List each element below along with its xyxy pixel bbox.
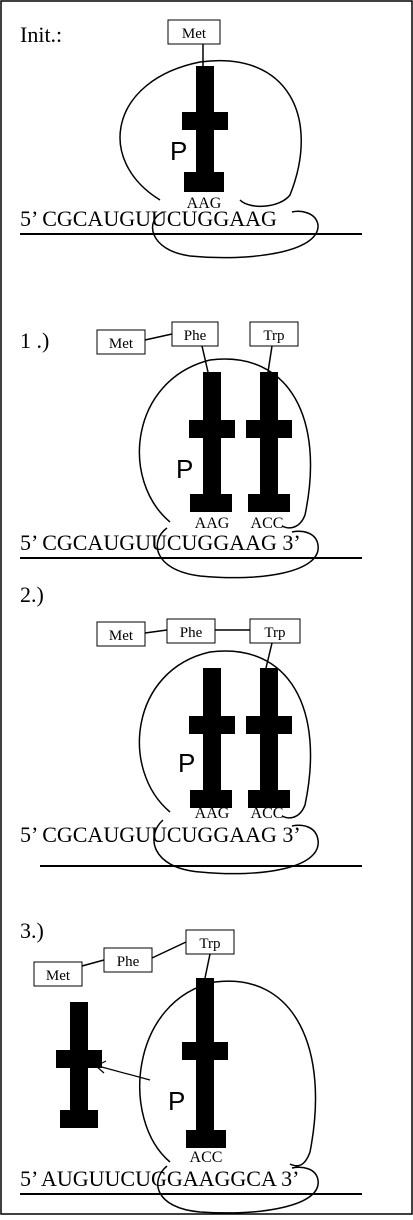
anticodon-label: ACC xyxy=(251,805,284,822)
ribosome-large-subunit xyxy=(138,650,312,819)
trna xyxy=(246,372,292,512)
trna xyxy=(182,978,228,1148)
amino-acid-label: Met xyxy=(182,26,207,42)
trna xyxy=(189,668,235,808)
anticodon-label: AAG xyxy=(187,195,222,212)
anticodon-label: ACC xyxy=(251,515,284,532)
trna xyxy=(182,66,228,192)
panel-step-2: 2.) Met Phe Trp P AAG ACC 5’ CGCAUGUUCUG… xyxy=(20,582,362,875)
amino-acid-box xyxy=(167,19,221,45)
mrna-sequence: 5’ CGCAUGUUCUGGAAG 3’ xyxy=(20,822,301,847)
trna xyxy=(189,372,235,512)
trna xyxy=(246,668,292,808)
amino-acid-label: Phe xyxy=(117,954,140,970)
p-site-label: P xyxy=(170,136,187,166)
amino-acid-label: Trp xyxy=(263,328,284,344)
panel-label: Init.: xyxy=(20,22,62,47)
mrna-sequence: 5’ AUGUUCUGGAAGGCA 3’ xyxy=(20,1166,299,1191)
amino-acid-label: Met xyxy=(109,628,134,644)
exit-arrow xyxy=(94,1060,151,1081)
panel-label: 1 .) xyxy=(20,328,49,353)
amino-acid-label: Phe xyxy=(180,625,203,641)
panel-step-1: 1 .) Met Phe Trp P AAG ACC 5’ CGCAUGUUCU… xyxy=(20,321,362,579)
ribosome-small-subunit xyxy=(153,819,319,875)
ribosome-large-subunit xyxy=(138,358,312,529)
p-site-label: P xyxy=(168,1086,185,1116)
anticodon-label: ACC xyxy=(190,1149,223,1166)
p-site-label: P xyxy=(176,454,193,484)
trna-departing xyxy=(56,1002,102,1128)
amino-acid-label: Phe xyxy=(184,328,207,344)
ribosome-small-subunit xyxy=(156,527,319,579)
p-site-label: P xyxy=(178,748,195,778)
panel-step-3: 3.) Met Phe Trp P ACC 5’ AUGUUCUGGAAGGCA xyxy=(20,918,362,1214)
mrna-sequence: 5’ CGCAUGUUCUGGAAG 3’ xyxy=(20,530,301,555)
ribosome-large-subunit xyxy=(139,980,317,1167)
mrna-sequence: 5’ CGCAUGUUCUGGAAG xyxy=(20,206,277,231)
ribosome-large-subunit xyxy=(119,59,302,207)
ribosome-small-subunit xyxy=(151,210,319,259)
panel-label: 3.) xyxy=(20,918,44,943)
panel-label: 2.) xyxy=(20,582,44,607)
amino-acid-label: Trp xyxy=(199,936,220,952)
amino-acid-label: Met xyxy=(46,968,71,984)
anticodon-label: AAG xyxy=(195,515,230,532)
anticodon-label: AAG xyxy=(195,805,230,822)
panel-init: Init.: Met P AAG 5’ CGCAUGUUCUGGAAG xyxy=(20,19,362,259)
amino-acid-label: Trp xyxy=(264,625,285,641)
amino-acid-label: Met xyxy=(109,336,134,352)
